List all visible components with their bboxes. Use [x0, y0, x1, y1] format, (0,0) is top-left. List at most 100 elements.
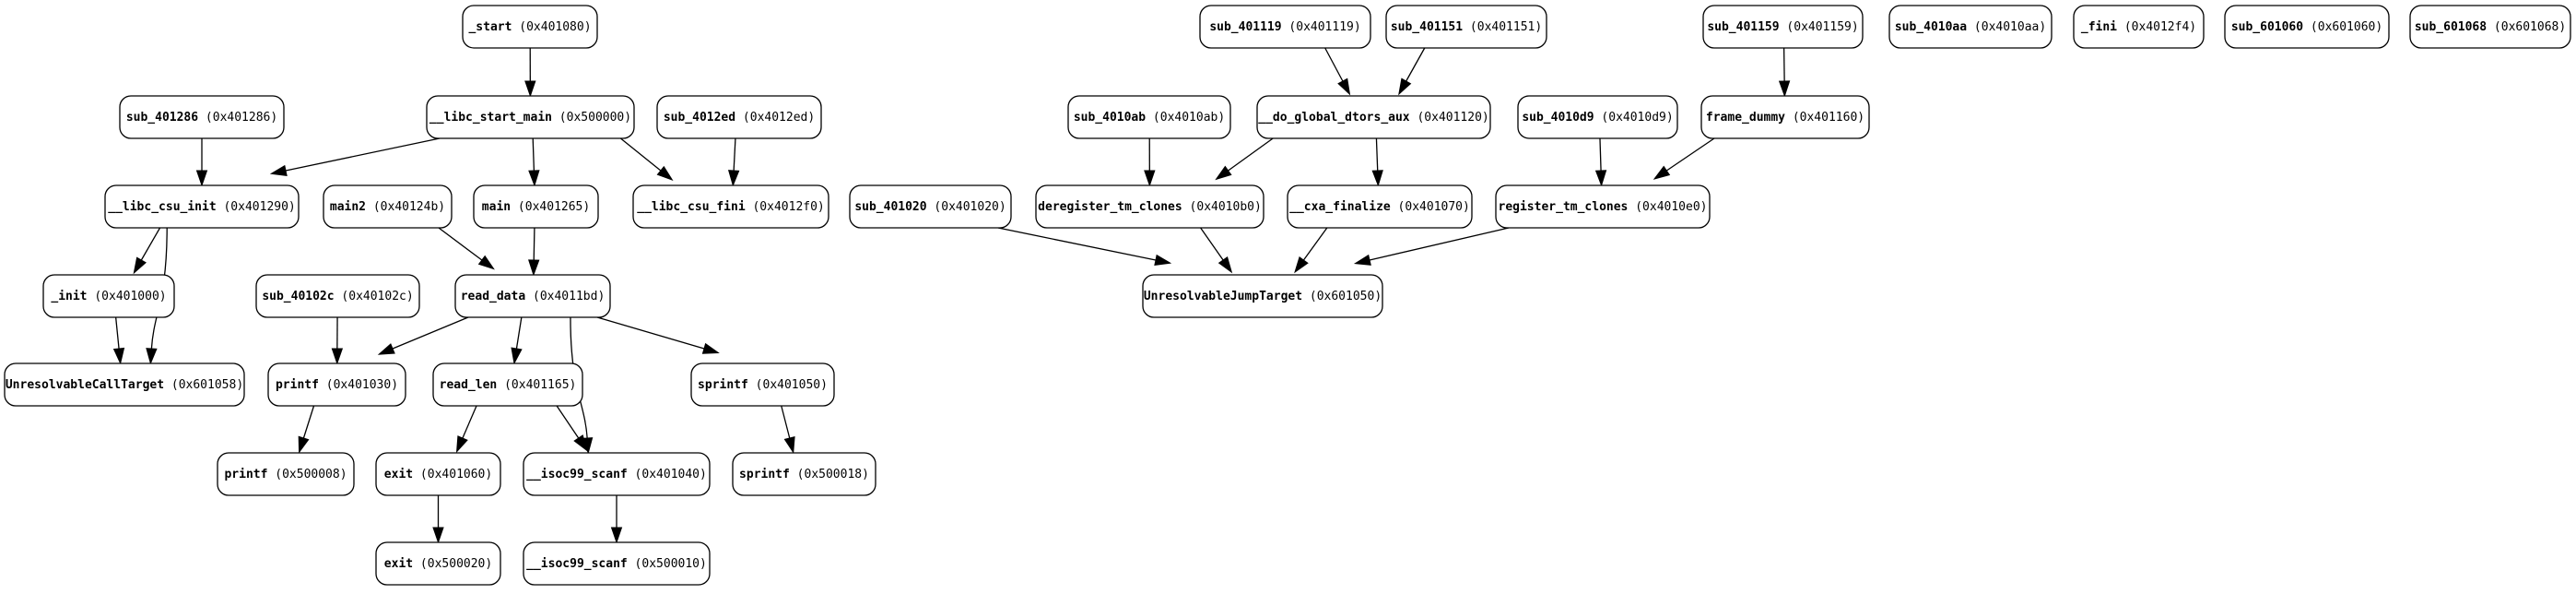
node-box [2073, 5, 2205, 49]
node-sub-40102c: sub_40102c (0x40102c) [255, 274, 420, 318]
edge-line [302, 405, 315, 439]
edge-printf-a-to-printf-b [298, 405, 315, 454]
node-box [690, 362, 835, 407]
node-label: sub_601068 (0x601068) [2415, 20, 2566, 34]
node-function-name: sprintf [739, 468, 790, 481]
node-label: printf (0x500008) [224, 468, 347, 481]
node-label: __cxa_finalize (0x401070) [1289, 200, 1470, 214]
edge-line [140, 227, 161, 261]
arrowhead [298, 435, 310, 454]
node-label: sprintf (0x500018) [739, 468, 869, 481]
node-address: (0x401151) [1463, 20, 1542, 34]
arrowhead [528, 259, 540, 277]
node-address: (0x4010ab) [1146, 111, 1225, 125]
node-box [849, 184, 1012, 229]
node-function-name: sprintf [698, 378, 748, 392]
edge-read-len-to-isoc99-a [556, 405, 588, 452]
arrowhead [1371, 170, 1383, 187]
edge-do-global-dtors-aux-to-cxa-finalize [1371, 137, 1383, 187]
node-label: sub_4010d9 (0x4010d9) [1522, 111, 1673, 125]
arrowhead [1154, 254, 1172, 266]
edge-line [733, 137, 736, 172]
node-sprintf-b: sprintf (0x500018) [732, 452, 876, 496]
edge-main-to-read-data [528, 227, 540, 277]
node-label: frame_dummy (0x401160) [1706, 111, 1864, 125]
node-label: _init (0x401000) [51, 290, 166, 303]
node-isoc99-b: __isoc99_scanf (0x500010) [523, 541, 711, 586]
edge-read-len-to-exit-a [455, 405, 477, 454]
node-address: (0x601058) [164, 378, 243, 392]
arrowhead [1217, 256, 1233, 274]
edge-line [438, 227, 483, 261]
node-address: (0x401290) [217, 200, 296, 214]
node-function-name: read_len [440, 378, 498, 392]
edge-line [619, 137, 662, 172]
node-address: (0x401119) [1282, 20, 1361, 34]
arrowhead [331, 348, 344, 365]
edge-line [596, 316, 705, 350]
arrowhead [377, 343, 395, 355]
node-function-name: __libc_start_main [429, 111, 552, 125]
edge-line [1782, 47, 1785, 82]
node-label: sub_401286 (0x401286) [126, 111, 277, 125]
edge-do-global-dtors-aux-to-deregister-tm-clones [1215, 137, 1274, 181]
node-address: (0x500000) [552, 111, 631, 125]
node-sub-401119: sub_401119 (0x401119) [1199, 5, 1371, 49]
node-label: sub_40102c (0x40102c) [262, 290, 413, 303]
node-address: (0x4010b0) [1182, 200, 1262, 214]
edge-line [285, 137, 441, 172]
arrowhead [1398, 77, 1412, 96]
arrowhead [783, 435, 795, 454]
edge-line [1406, 47, 1426, 82]
node-sub-401159: sub_401159 (0x401159) [1702, 5, 1864, 49]
node-init: _init (0x401000) [42, 274, 175, 318]
node-box [323, 184, 453, 229]
arrowhead [133, 256, 147, 275]
edge-sub-401020-to-unres-jump [997, 227, 1172, 266]
edge-line [1599, 137, 1602, 172]
node-box [1067, 95, 1231, 139]
node-label: sub_401159 (0x401159) [1707, 20, 1858, 34]
edge-line [556, 405, 580, 439]
node-box [523, 541, 711, 586]
node-box [2409, 5, 2571, 49]
node-address: (0x401160) [1785, 111, 1864, 125]
node-label: exit (0x401060) [384, 468, 492, 481]
node-box [632, 184, 829, 229]
edge-sub-401286-to-libc-csu-init [195, 138, 208, 187]
edge-deregister-tm-clones-to-unres-jump [1200, 227, 1233, 274]
node-function-name: _fini [2081, 20, 2117, 34]
edge-line [1665, 137, 1715, 172]
node-address: (0x500020) [413, 557, 492, 571]
edge-sub-40102c-to-printf-a [331, 316, 344, 365]
arrowhead [1215, 165, 1232, 181]
edge-init-to-unres-call [112, 316, 125, 365]
node-address: (0x4010aa) [1967, 20, 2046, 34]
node-address: (0x40102c) [335, 290, 414, 303]
edge-line [1324, 47, 1344, 82]
arrowhead [511, 347, 523, 365]
node-sub-401020: sub_401020 (0x401020) [849, 184, 1012, 229]
node-deregister-tm-clones: deregister_tm_clones (0x4010b0) [1035, 184, 1264, 229]
arrowhead [528, 170, 540, 187]
node-box [1035, 184, 1264, 229]
node-register-tm-clones: register_tm_clones (0x4010e0) [1495, 184, 1711, 229]
edge-read-data-to-read-len [511, 316, 523, 365]
edge-line [1302, 227, 1328, 261]
node-address: (0x401050) [748, 378, 828, 392]
node-box [732, 452, 876, 496]
node-function-name: __do_global_dtors_aux [1258, 111, 1410, 125]
node-box [1256, 95, 1491, 139]
node-sub-4010ab: sub_4010ab (0x4010ab) [1067, 95, 1231, 139]
edge-line [1375, 137, 1379, 172]
arrowhead [656, 165, 674, 181]
arrowhead [455, 435, 468, 454]
node-function-name: __isoc99_scanf [526, 468, 628, 481]
node-box [1495, 184, 1711, 229]
node-label: sub_401119 (0x401119) [1209, 20, 1360, 34]
edge-libc-csu-init-to-init [133, 227, 161, 275]
edge-line [515, 316, 523, 350]
node-box [432, 362, 583, 407]
node-function-name: exit [384, 468, 413, 481]
node-box [1702, 5, 1864, 49]
